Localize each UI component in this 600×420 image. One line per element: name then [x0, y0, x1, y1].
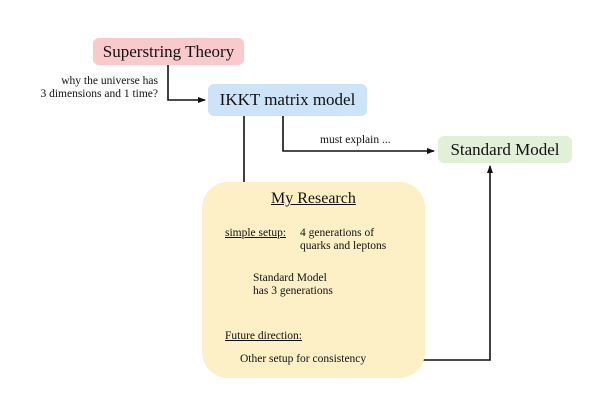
future-direction-label: Future direction: [225, 330, 302, 342]
node-ikkt-matrix-model: IKKT matrix model [208, 84, 367, 116]
node-superstring-theory: Superstring Theory [93, 38, 244, 65]
node-standard-model: Standard Model [438, 136, 572, 163]
simple-setup-label: simple setup: [225, 227, 287, 239]
arrow-ikkt-to-standard-model [282, 116, 435, 154]
simple-setup-text: 4 generations of quarks and leptons [300, 227, 387, 253]
node-label: Superstring Theory [102, 41, 235, 61]
arrow-future-to-standard-model [397, 165, 493, 361]
arrow-superstring-to-ikkt [167, 65, 206, 103]
future-direction-text: Other setup for consistency [240, 353, 367, 365]
edge-label-superstring-to-ikkt: why the universe has 3 dimensions and 1 … [40, 75, 158, 101]
edge-label-ikkt-to-standard-model: must explain ... [320, 134, 391, 146]
node-label: Standard Model [450, 139, 560, 159]
standard-model-note: Standard Model has 3 generations [253, 272, 333, 298]
research-title: My Research [271, 190, 356, 207]
node-my-research [202, 182, 425, 378]
node-label: IKKT matrix model [219, 90, 356, 109]
